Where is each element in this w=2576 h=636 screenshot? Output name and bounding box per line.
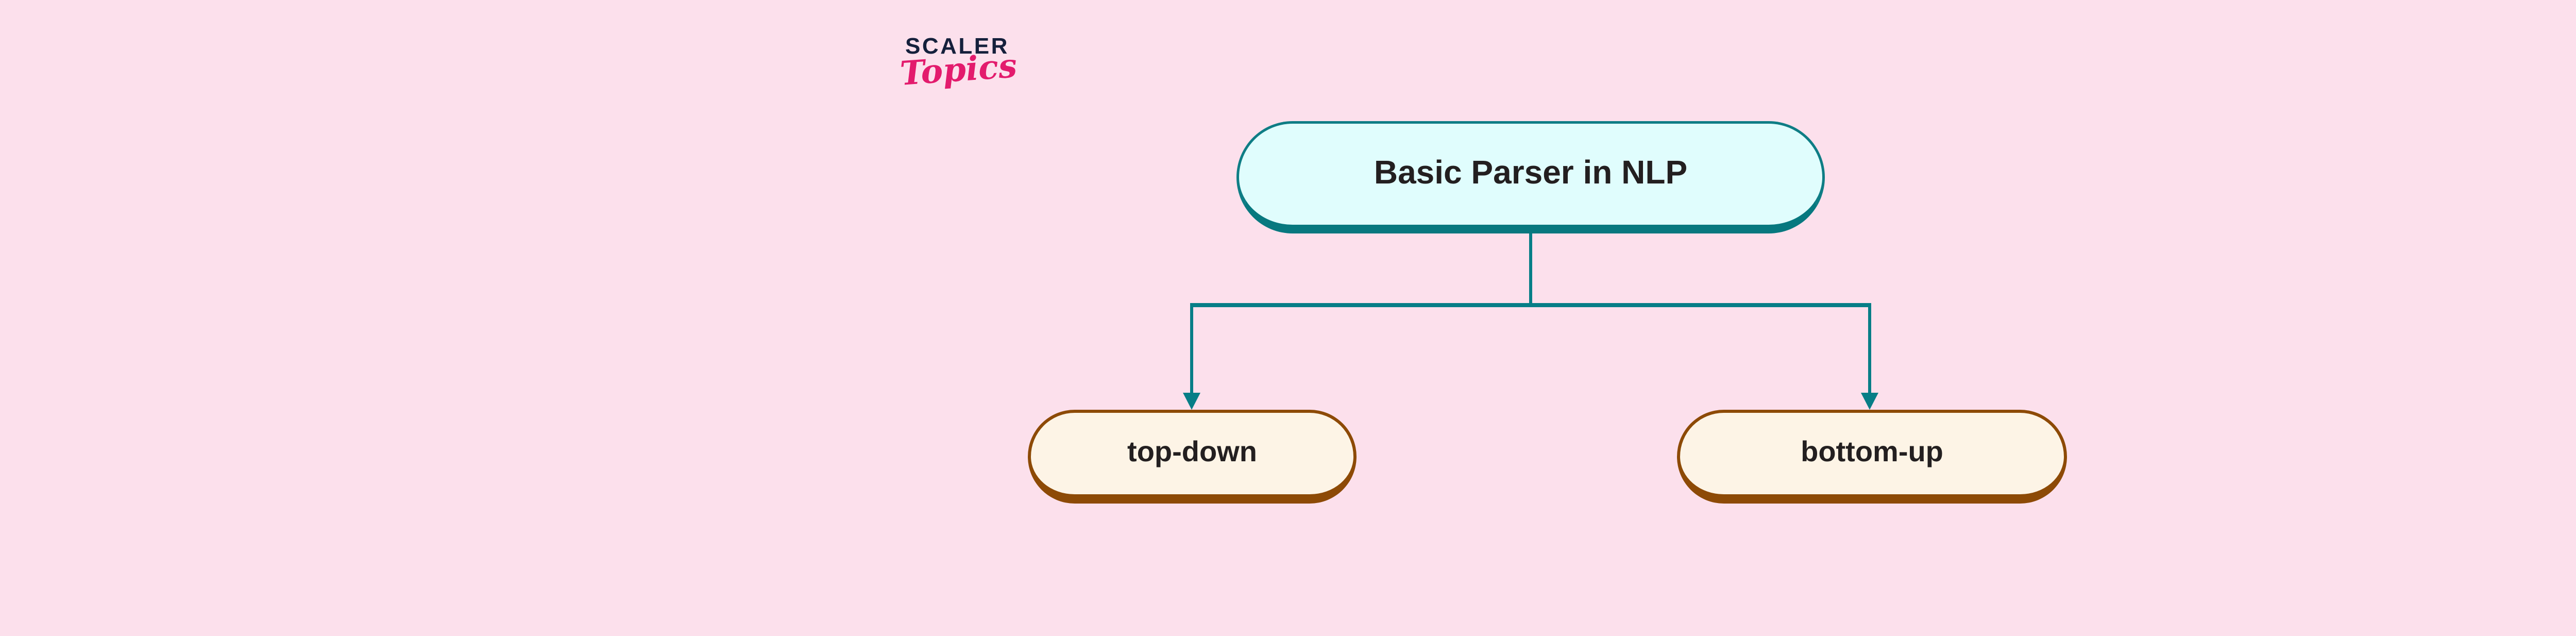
node-label-top-down: top-down <box>1127 435 1257 467</box>
node-label-bottom-up: bottom-up <box>1801 435 1943 467</box>
node-top-down[interactable]: top-down <box>1028 410 1357 504</box>
arrowhead-top-down <box>1183 393 1200 410</box>
node-basic-parser-in-nlp[interactable]: Basic Parser in NLP <box>1236 121 1825 233</box>
scaler-topics-logo: SCALER Topics <box>899 35 1028 138</box>
logo-wordmark-scaler: SCALER <box>905 34 1009 59</box>
node-bottom-up[interactable]: bottom-up <box>1677 410 2067 504</box>
arrowhead-bottom-up <box>1861 393 1878 410</box>
logo-script-topics: Topics <box>899 46 1019 93</box>
node-label-basic-parser-in-nlp: Basic Parser in NLP <box>1374 154 1688 191</box>
